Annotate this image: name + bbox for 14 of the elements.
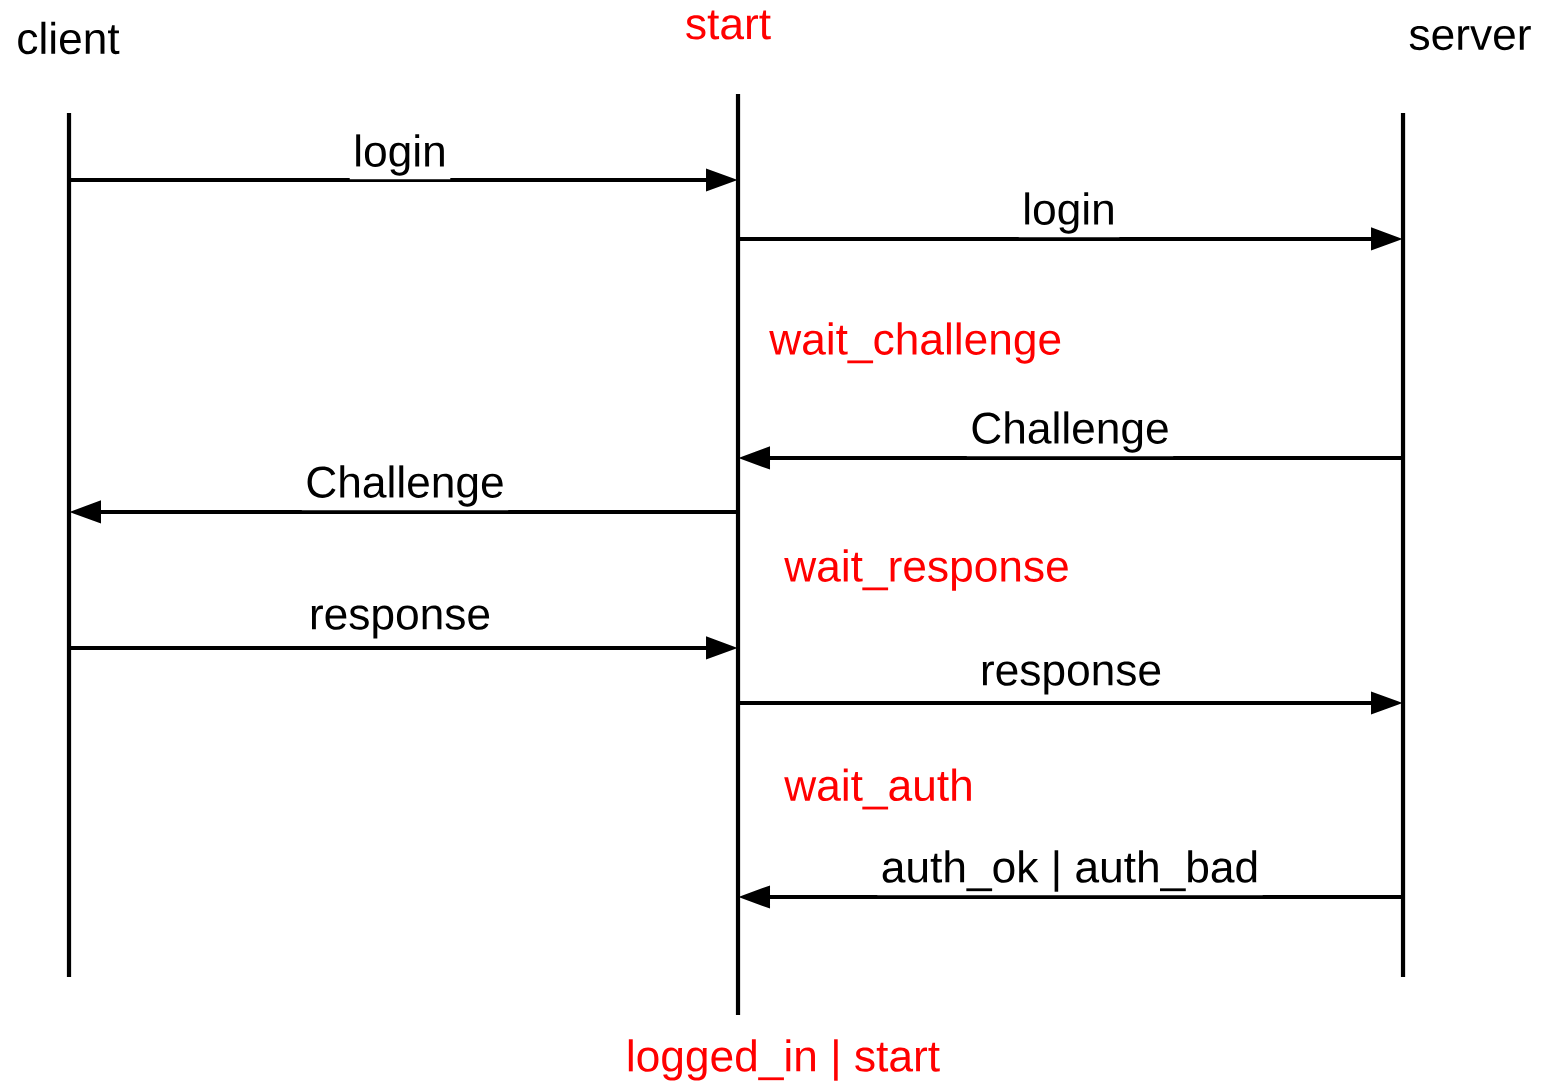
lifeline-label: client <box>18 21 120 55</box>
state-label: wait_auth <box>784 768 971 810</box>
edge-label: Challenge <box>966 407 1174 457</box>
lifeline-label: server <box>1409 25 1531 51</box>
edge-label: response <box>976 657 1166 698</box>
state-label: wait_challenge <box>769 322 1061 364</box>
lifeline-label: start <box>686 10 771 40</box>
state-label: wait_response <box>784 549 1068 591</box>
edge-label: login <box>349 130 451 180</box>
edge-label: auth_ok | auth_bad <box>877 846 1263 896</box>
edge-label: login <box>1018 188 1120 238</box>
lifeline-label: logged_in | start <box>628 1039 940 1081</box>
edge-label: Challenge <box>301 461 509 511</box>
edge-label: response <box>305 601 495 642</box>
